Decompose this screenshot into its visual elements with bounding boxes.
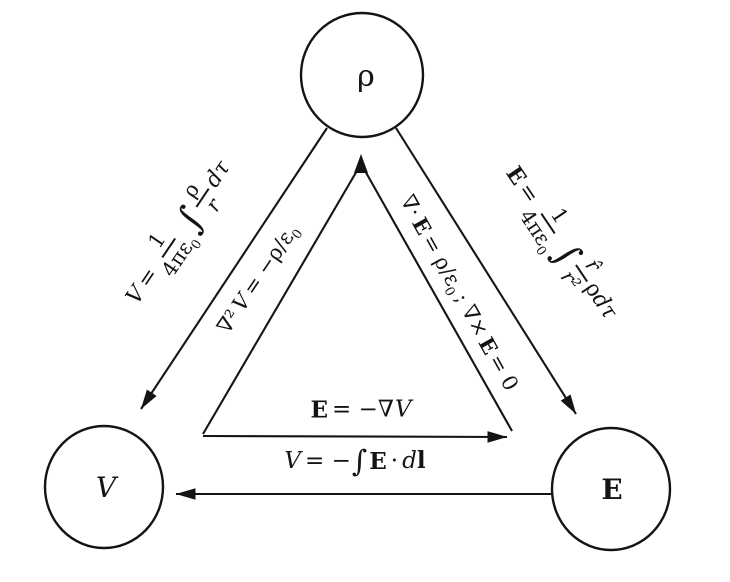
eq-term: E xyxy=(369,447,387,475)
node-e-label: E xyxy=(601,473,623,506)
eq-term: V xyxy=(284,447,302,474)
node-e-circle xyxy=(550,426,672,552)
eq-term: V xyxy=(394,396,412,423)
node-v-circle xyxy=(43,424,165,550)
arrow-rho-to-e xyxy=(395,127,577,415)
eq-term: · xyxy=(390,447,399,474)
arrow-v-to-e xyxy=(202,431,508,443)
eq-line-integral: V = − ∫ E · dl xyxy=(284,443,426,478)
node-v-label: V xyxy=(95,471,117,504)
arrow-e-to-rho xyxy=(363,168,513,432)
eq-term: E xyxy=(310,396,328,424)
eq-gradient: E = −∇ V xyxy=(310,396,412,424)
eq-term: = − xyxy=(305,447,351,474)
node-rho-label: ρ xyxy=(357,59,375,94)
integral-sign: ∫ xyxy=(351,443,368,478)
eq-term: dl xyxy=(402,446,426,474)
arrow-v-to-rho xyxy=(202,168,359,435)
eq-term: = −∇ xyxy=(331,396,394,423)
eq-term: r xyxy=(200,194,227,217)
arrow-rho-to-v xyxy=(140,127,328,410)
inner-apex-arrowhead-icon xyxy=(354,154,368,173)
node-rho-circle xyxy=(299,11,425,139)
